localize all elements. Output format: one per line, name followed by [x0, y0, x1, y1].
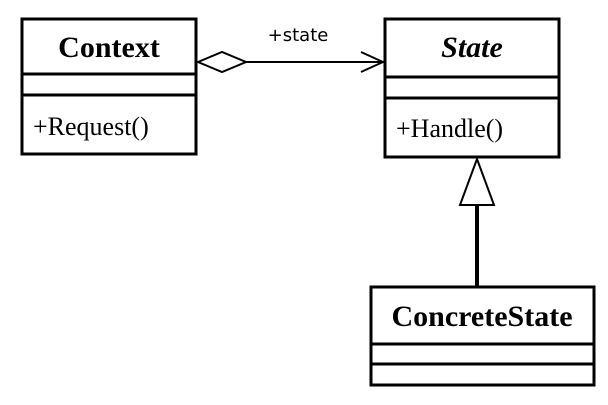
class-state-box [383, 17, 561, 159]
aggregation-arrowhead [360, 51, 386, 73]
class-state: State +Handle() [383, 17, 561, 159]
class-state-name: State [441, 31, 503, 64]
class-context-operation: +Request() [33, 112, 149, 141]
aggregation-role-label: +state [268, 25, 329, 46]
aggregation-diamond [195, 50, 249, 74]
class-concrete-state-name: ConcreteState [391, 300, 572, 333]
class-concrete-state-box [369, 285, 596, 387]
class-context-name: Context [58, 31, 160, 64]
generalization-triangle [458, 156, 496, 206]
generalization-relation [458, 156, 496, 287]
aggregation-relation: +state [195, 25, 386, 74]
class-context-box [20, 17, 198, 156]
class-state-operation: +Handle() [396, 114, 503, 143]
class-concrete-state: ConcreteState [369, 285, 596, 387]
class-context: Context +Request() [20, 17, 198, 156]
